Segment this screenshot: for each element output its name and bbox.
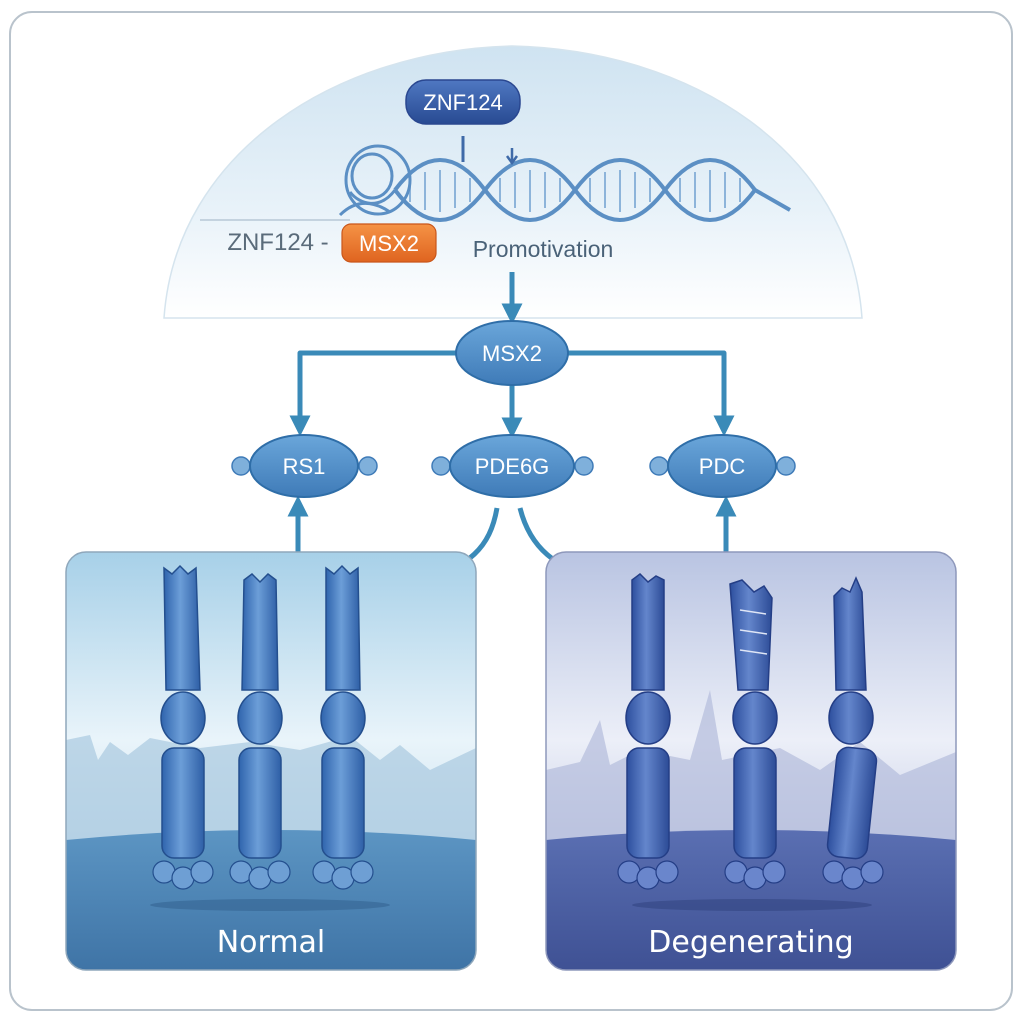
process-label: Promotivation	[473, 236, 614, 262]
target-pde6g: PDE6G	[431, 434, 594, 498]
photoreceptor-rod-icon	[822, 576, 884, 890]
nucleus-dome	[163, 45, 863, 319]
degenerating-panel-label: Degenerating	[648, 925, 853, 960]
znf124-label: ZNF124	[423, 90, 502, 115]
photoreceptor-rod-icon	[617, 573, 679, 890]
degenerating-panel: Degenerating	[545, 551, 957, 971]
photoreceptor-rod-icon	[312, 564, 374, 890]
target-pdc: PDC	[649, 434, 796, 498]
photoreceptor-rod-icon	[724, 579, 786, 890]
msx2-partner-badge: MSX2	[341, 223, 437, 263]
photoreceptor-rod-icon	[229, 573, 291, 890]
msx2-partner-label: MSX2	[359, 231, 419, 256]
target-rs1: RS1	[231, 434, 378, 498]
msx2-hub: MSX2	[455, 320, 569, 386]
complex-prefix-label: ZNF124 -	[227, 229, 328, 256]
target-pde6g-label: PDE6G	[475, 454, 550, 479]
znf124-regulator: ZNF124	[405, 79, 521, 125]
binding-site-marker	[505, 148, 519, 166]
target-pdc-label: PDC	[699, 454, 746, 479]
normal-panel-label: Normal	[217, 925, 326, 960]
normal-panel: Normal	[65, 551, 477, 971]
arrow-msx2-to-rs1	[289, 350, 456, 437]
dna-helix-icon	[338, 144, 791, 222]
photoreceptor-rod-icon	[152, 564, 214, 890]
target-rs1-label: RS1	[283, 454, 326, 479]
arrow-msx2-to-pdc	[568, 350, 735, 437]
msx2-hub-label: MSX2	[482, 341, 542, 366]
